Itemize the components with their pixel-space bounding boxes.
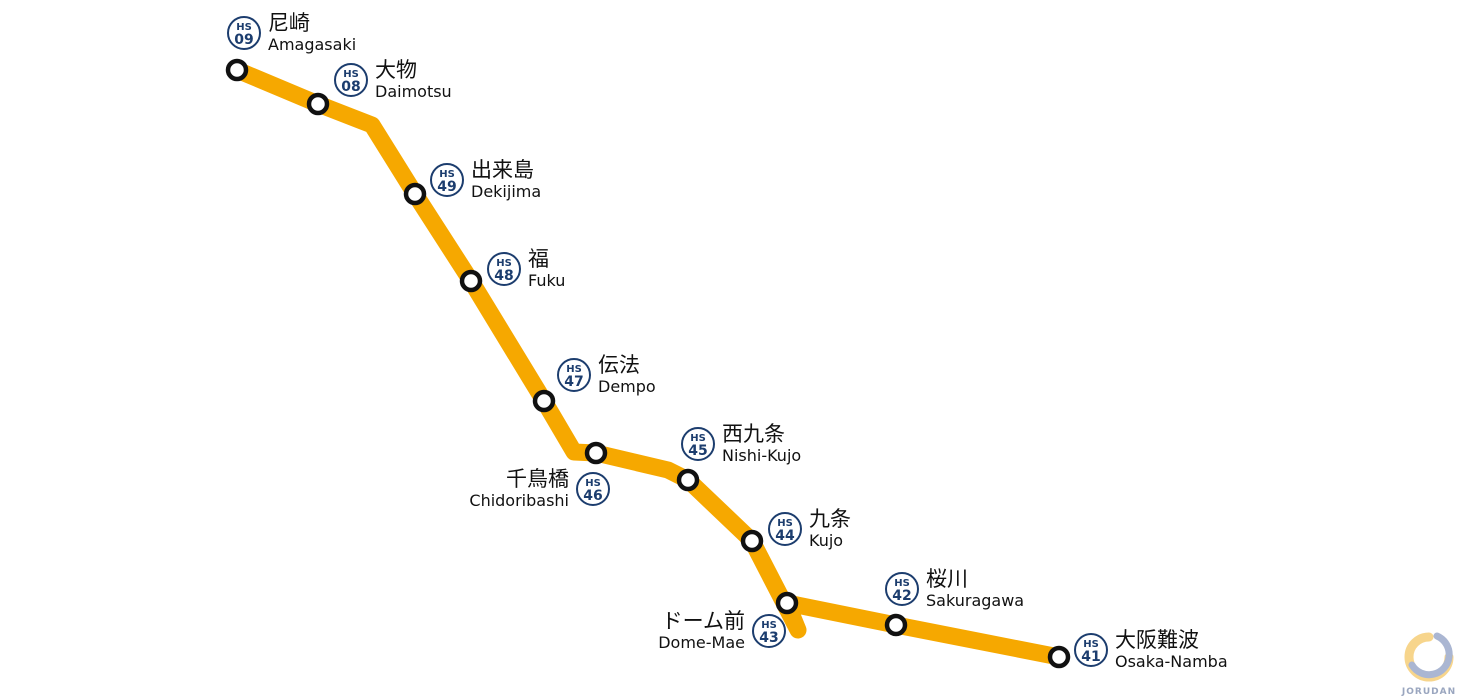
- station-name-en: Dempo: [598, 377, 656, 396]
- badge-line-code: HS: [777, 518, 793, 529]
- station-marker[interactable]: [459, 269, 483, 293]
- badge-circle: [752, 614, 786, 648]
- badge-line-code: HS: [761, 620, 777, 631]
- badge-line-code: HS: [690, 433, 706, 444]
- badge-line-code: HS: [343, 69, 359, 80]
- station-marker[interactable]: [740, 529, 764, 553]
- badge-circle: [430, 163, 464, 197]
- badge-circle: [334, 63, 368, 97]
- station-name-en: Dome-Mae: [658, 633, 745, 652]
- station-name-en: Sakuragawa: [926, 591, 1024, 610]
- badge-line-code: HS: [894, 578, 910, 589]
- station-name-en: Amagasaki: [268, 35, 356, 54]
- badge-line-code: HS: [585, 478, 601, 489]
- station-marker[interactable]: [403, 182, 427, 206]
- badge-station-number: 47: [564, 374, 583, 390]
- badge-station-number: 43: [759, 630, 778, 646]
- badge-station-number: 46: [583, 488, 602, 504]
- logo-arc-blue: [1408, 632, 1453, 679]
- badge-circle: [885, 572, 919, 606]
- station-marker[interactable]: [1047, 645, 1071, 669]
- badge-line-code: HS: [236, 22, 252, 33]
- station-name-jp: 大物: [375, 58, 417, 82]
- station-name-en: Nishi-Kujo: [722, 446, 801, 465]
- station-name-en: Osaka-Namba: [1115, 652, 1228, 671]
- badge-circle: [227, 16, 261, 50]
- station-name-jp: 大阪難波: [1115, 628, 1199, 652]
- badge-circle: [1074, 633, 1108, 667]
- station-name-jp: 九条: [809, 507, 851, 531]
- badge-line-code: HS: [496, 258, 512, 269]
- station-marker[interactable]: [884, 613, 908, 637]
- badge-station-number: 44: [775, 528, 795, 544]
- station-marker[interactable]: [306, 92, 330, 116]
- station-name-en: Daimotsu: [375, 82, 452, 101]
- station-name-jp: 千鳥橋: [506, 467, 569, 491]
- station-name-jp: 伝法: [598, 353, 640, 377]
- badge-station-number: 45: [688, 443, 707, 459]
- station-name-en: Fuku: [528, 271, 565, 290]
- badge-circle: [487, 252, 521, 286]
- badge-line-code: HS: [566, 364, 582, 375]
- station-marker[interactable]: [676, 468, 700, 492]
- station-name-en: Dekijima: [471, 182, 541, 201]
- station-name-jp: 尼崎: [268, 11, 310, 35]
- badge-circle: [557, 358, 591, 392]
- station-marker[interactable]: [584, 441, 608, 465]
- badge-station-number: 08: [341, 79, 360, 95]
- station-layer: HS09尼崎AmagasakiHS08大物DaimotsuHS49出来島Deki…: [225, 11, 1228, 671]
- badge-circle: [768, 512, 802, 546]
- station-marker[interactable]: [225, 58, 249, 82]
- station-name-jp: 桜川: [926, 567, 968, 591]
- station-name-jp: 福: [528, 247, 549, 271]
- badge-line-code: HS: [1083, 639, 1099, 650]
- station-name-en: Kujo: [809, 531, 843, 550]
- badge-station-number: 48: [494, 268, 513, 284]
- logo-text: JORUDAN: [1401, 687, 1456, 697]
- badge-station-number: 49: [437, 179, 456, 195]
- badge-station-number: 42: [892, 588, 911, 604]
- station-name-jp: 西九条: [722, 422, 785, 446]
- jorudan-logo: JORUDAN: [1401, 632, 1456, 697]
- station-marker[interactable]: [532, 389, 556, 413]
- station-name-jp: ドーム前: [662, 609, 745, 633]
- badge-station-number: 41: [1081, 649, 1100, 665]
- badge-circle: [576, 472, 610, 506]
- badge-line-code: HS: [439, 169, 455, 180]
- badge-circle: [681, 427, 715, 461]
- station-name-jp: 出来島: [471, 158, 534, 182]
- station-name-en: Chidoribashi: [469, 491, 569, 510]
- badge-station-number: 09: [234, 32, 253, 48]
- station-marker[interactable]: [775, 591, 799, 615]
